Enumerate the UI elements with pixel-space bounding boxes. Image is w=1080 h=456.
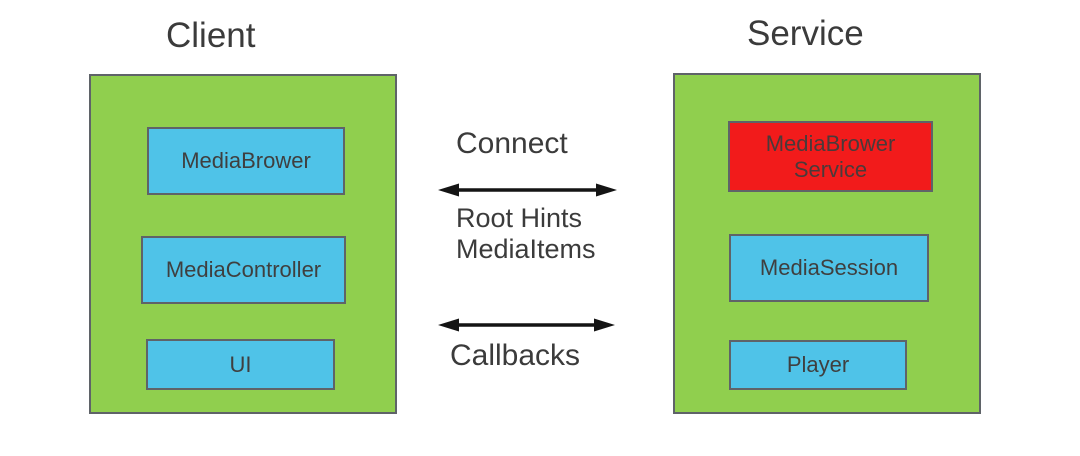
client-title: Client (166, 16, 256, 55)
media-session-label: MediaSession (759, 255, 899, 281)
media-browser-box: MediaBrower (147, 127, 345, 195)
callbacks-double-arrow (438, 318, 615, 332)
media-browser-service-box: MediaBrower Service (728, 121, 933, 192)
root-hints-line1: Root Hints (456, 203, 583, 233)
player-label: Player (786, 352, 850, 378)
connect-label: Connect (456, 127, 568, 160)
service-title: Service (747, 14, 864, 53)
media-session-box: MediaSession (729, 234, 929, 302)
media-browser-label: MediaBrower (181, 148, 311, 174)
ui-label: UI (229, 351, 252, 377)
service-group-box: MediaBrower Service MediaSession Player (673, 73, 981, 414)
media-controller-box: MediaController (141, 236, 346, 304)
callbacks-label: Callbacks (450, 339, 581, 372)
ui-box: UI (146, 339, 335, 390)
player-box: Player (729, 340, 907, 390)
connect-double-arrow (438, 183, 617, 197)
root-hints-label: Root Hints MediaItems (456, 203, 596, 265)
media-browser-service-line2: Service (793, 156, 868, 182)
media-items-line2: MediaItems (456, 234, 596, 264)
media-controller-label: MediaController (165, 257, 322, 283)
client-group-box: MediaBrower MediaController UI (89, 74, 397, 414)
media-browser-service-line1: MediaBrower (765, 131, 896, 157)
media-browser-service-label: MediaBrower Service (766, 131, 896, 182)
